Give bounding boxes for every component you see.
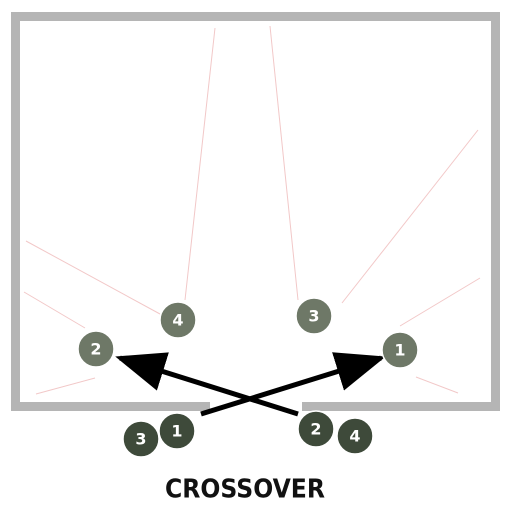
guide-line xyxy=(35,377,96,395)
player-marker-baseline-1: 1 xyxy=(158,412,196,450)
guide-line xyxy=(341,129,479,304)
wall-left xyxy=(11,12,20,411)
wall-right xyxy=(491,12,500,411)
guide-line xyxy=(269,25,299,301)
guide-line xyxy=(25,240,161,315)
arrow-to-left xyxy=(115,352,299,417)
player-label: 1 xyxy=(171,422,182,441)
guide-lines xyxy=(23,25,481,395)
court-walls xyxy=(11,12,500,411)
player-marker-baseline-3: 3 xyxy=(122,420,160,458)
guide-line xyxy=(184,27,216,301)
guide-line xyxy=(23,291,86,329)
player-label: 3 xyxy=(308,307,319,326)
player-marker-court-2: 2 xyxy=(77,330,115,368)
player-label: 2 xyxy=(310,420,321,439)
arrow-to-right xyxy=(200,352,386,417)
crossover-arrows xyxy=(115,352,386,417)
player-marker-court-4: 4 xyxy=(159,301,197,339)
player-marker-baseline-4: 4 xyxy=(336,417,374,455)
player-marker-court-3: 3 xyxy=(295,297,333,335)
wall-bottom-right xyxy=(302,402,500,411)
diagram-title: CROSSOVER xyxy=(165,475,325,505)
player-label: 2 xyxy=(90,340,101,359)
player-label: 3 xyxy=(135,430,146,449)
player-marker-court-1: 1 xyxy=(381,331,419,369)
wall-bottom-left xyxy=(11,402,210,411)
wall-top xyxy=(11,12,500,21)
guide-line xyxy=(415,376,459,394)
guide-line xyxy=(399,277,481,327)
player-label: 4 xyxy=(349,427,360,446)
player-label: 4 xyxy=(172,311,183,330)
player-marker-baseline-2: 2 xyxy=(297,410,335,448)
player-label: 1 xyxy=(394,341,405,360)
